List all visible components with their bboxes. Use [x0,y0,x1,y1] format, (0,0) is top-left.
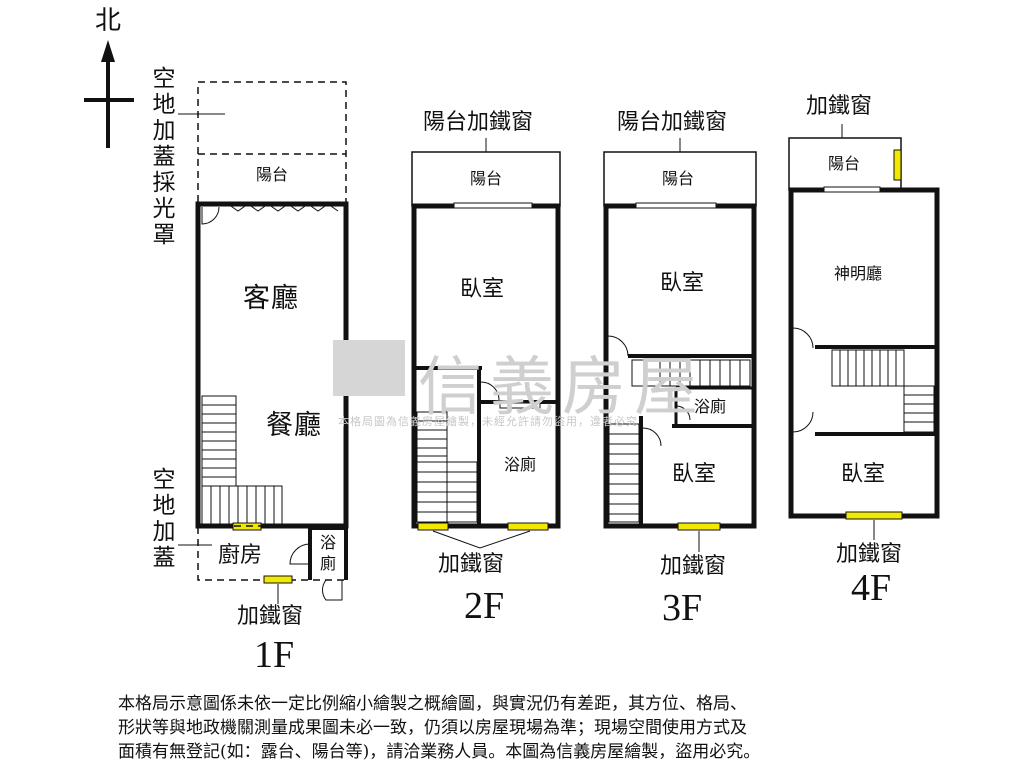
f1-extension-bottom-label: 空地 加蓋 [152,467,176,571]
f2-bedroom-label: 臥室 [460,277,505,302]
disclaimer-text: 本格局示意圖係未依一定比例縮小繪製之概繪圖，與實況仍有差距，其方位、格局、 形狀… [118,692,918,764]
f3-floor-label: 3F [662,587,703,629]
f2-floor-label: 2F [464,585,505,627]
f2-top-window-label: 陽台加鐵窗 [423,110,534,135]
f1-bathroom-label-1: 浴 [320,533,337,552]
disclaimer-line: 形狀等與地政機關測量成果圖未必一致，仍須以房屋現場為準；現場空間使用方式及 [118,718,747,738]
f3-window-label: 加鐵窗 [660,554,727,579]
f3-top-window-label: 陽台加鐵窗 [617,110,728,135]
f2-balcony-label: 陽台 [470,169,503,188]
f3-bedroom-top-label: 臥室 [660,271,705,296]
floor-4-plan [788,124,940,540]
f1-living-room-label: 客廳 [243,283,299,314]
floor-2-plan [411,138,561,549]
f4-balcony-label: 陽台 [828,154,861,173]
f1-bathroom-label-2: 廁 [320,554,337,573]
north-arrow-icon [84,40,134,148]
f1-floor-label: 1F [254,634,295,676]
floor-1-plan [178,81,349,604]
f1-kitchen-label: 廚房 [218,543,263,568]
disclaimer-line: 本格局示意圖係未依一定比例縮小繪製之概繪圖，與實況仍有差距，其方位、格局、 [118,694,747,714]
f4-floor-label: 4F [851,567,892,609]
f3-bedroom-bottom-label: 臥室 [672,462,717,487]
f4-shrine-room-label: 神明廳 [834,264,883,283]
watermark-notice: 本格局圖為信義房屋繪製，未經允許請勿盜用，違者必究 [338,415,638,428]
f2-window-label: 加鐵窗 [438,552,505,577]
f4-bedroom-label: 臥室 [841,462,886,487]
f1-window-label: 加鐵窗 [237,604,304,629]
f1-dining-room-label: 餐廳 [266,410,322,441]
north-label: 北 [95,6,122,36]
watermark-logo-icon [333,340,405,396]
floor-3-plan [603,138,757,552]
f3-balcony-label: 陽台 [662,169,695,188]
f4-window-label: 加鐵窗 [836,542,903,567]
watermark-brand: 信義房屋 [418,351,706,425]
f2-bathroom-label: 浴廁 [504,455,537,474]
f4-top-window-label: 加鐵窗 [806,94,873,119]
f1-extension-top-label: 空地 加蓋 採光 罩 [152,66,176,248]
disclaimer-line: 面積有無登記(如：露台、陽台等)，請洽業務人員。本圖為信義房屋繪製，盜用必究。 [118,742,761,762]
f3-bathroom-label: 浴廁 [694,397,727,416]
f1-balcony-label: 陽台 [256,165,289,184]
